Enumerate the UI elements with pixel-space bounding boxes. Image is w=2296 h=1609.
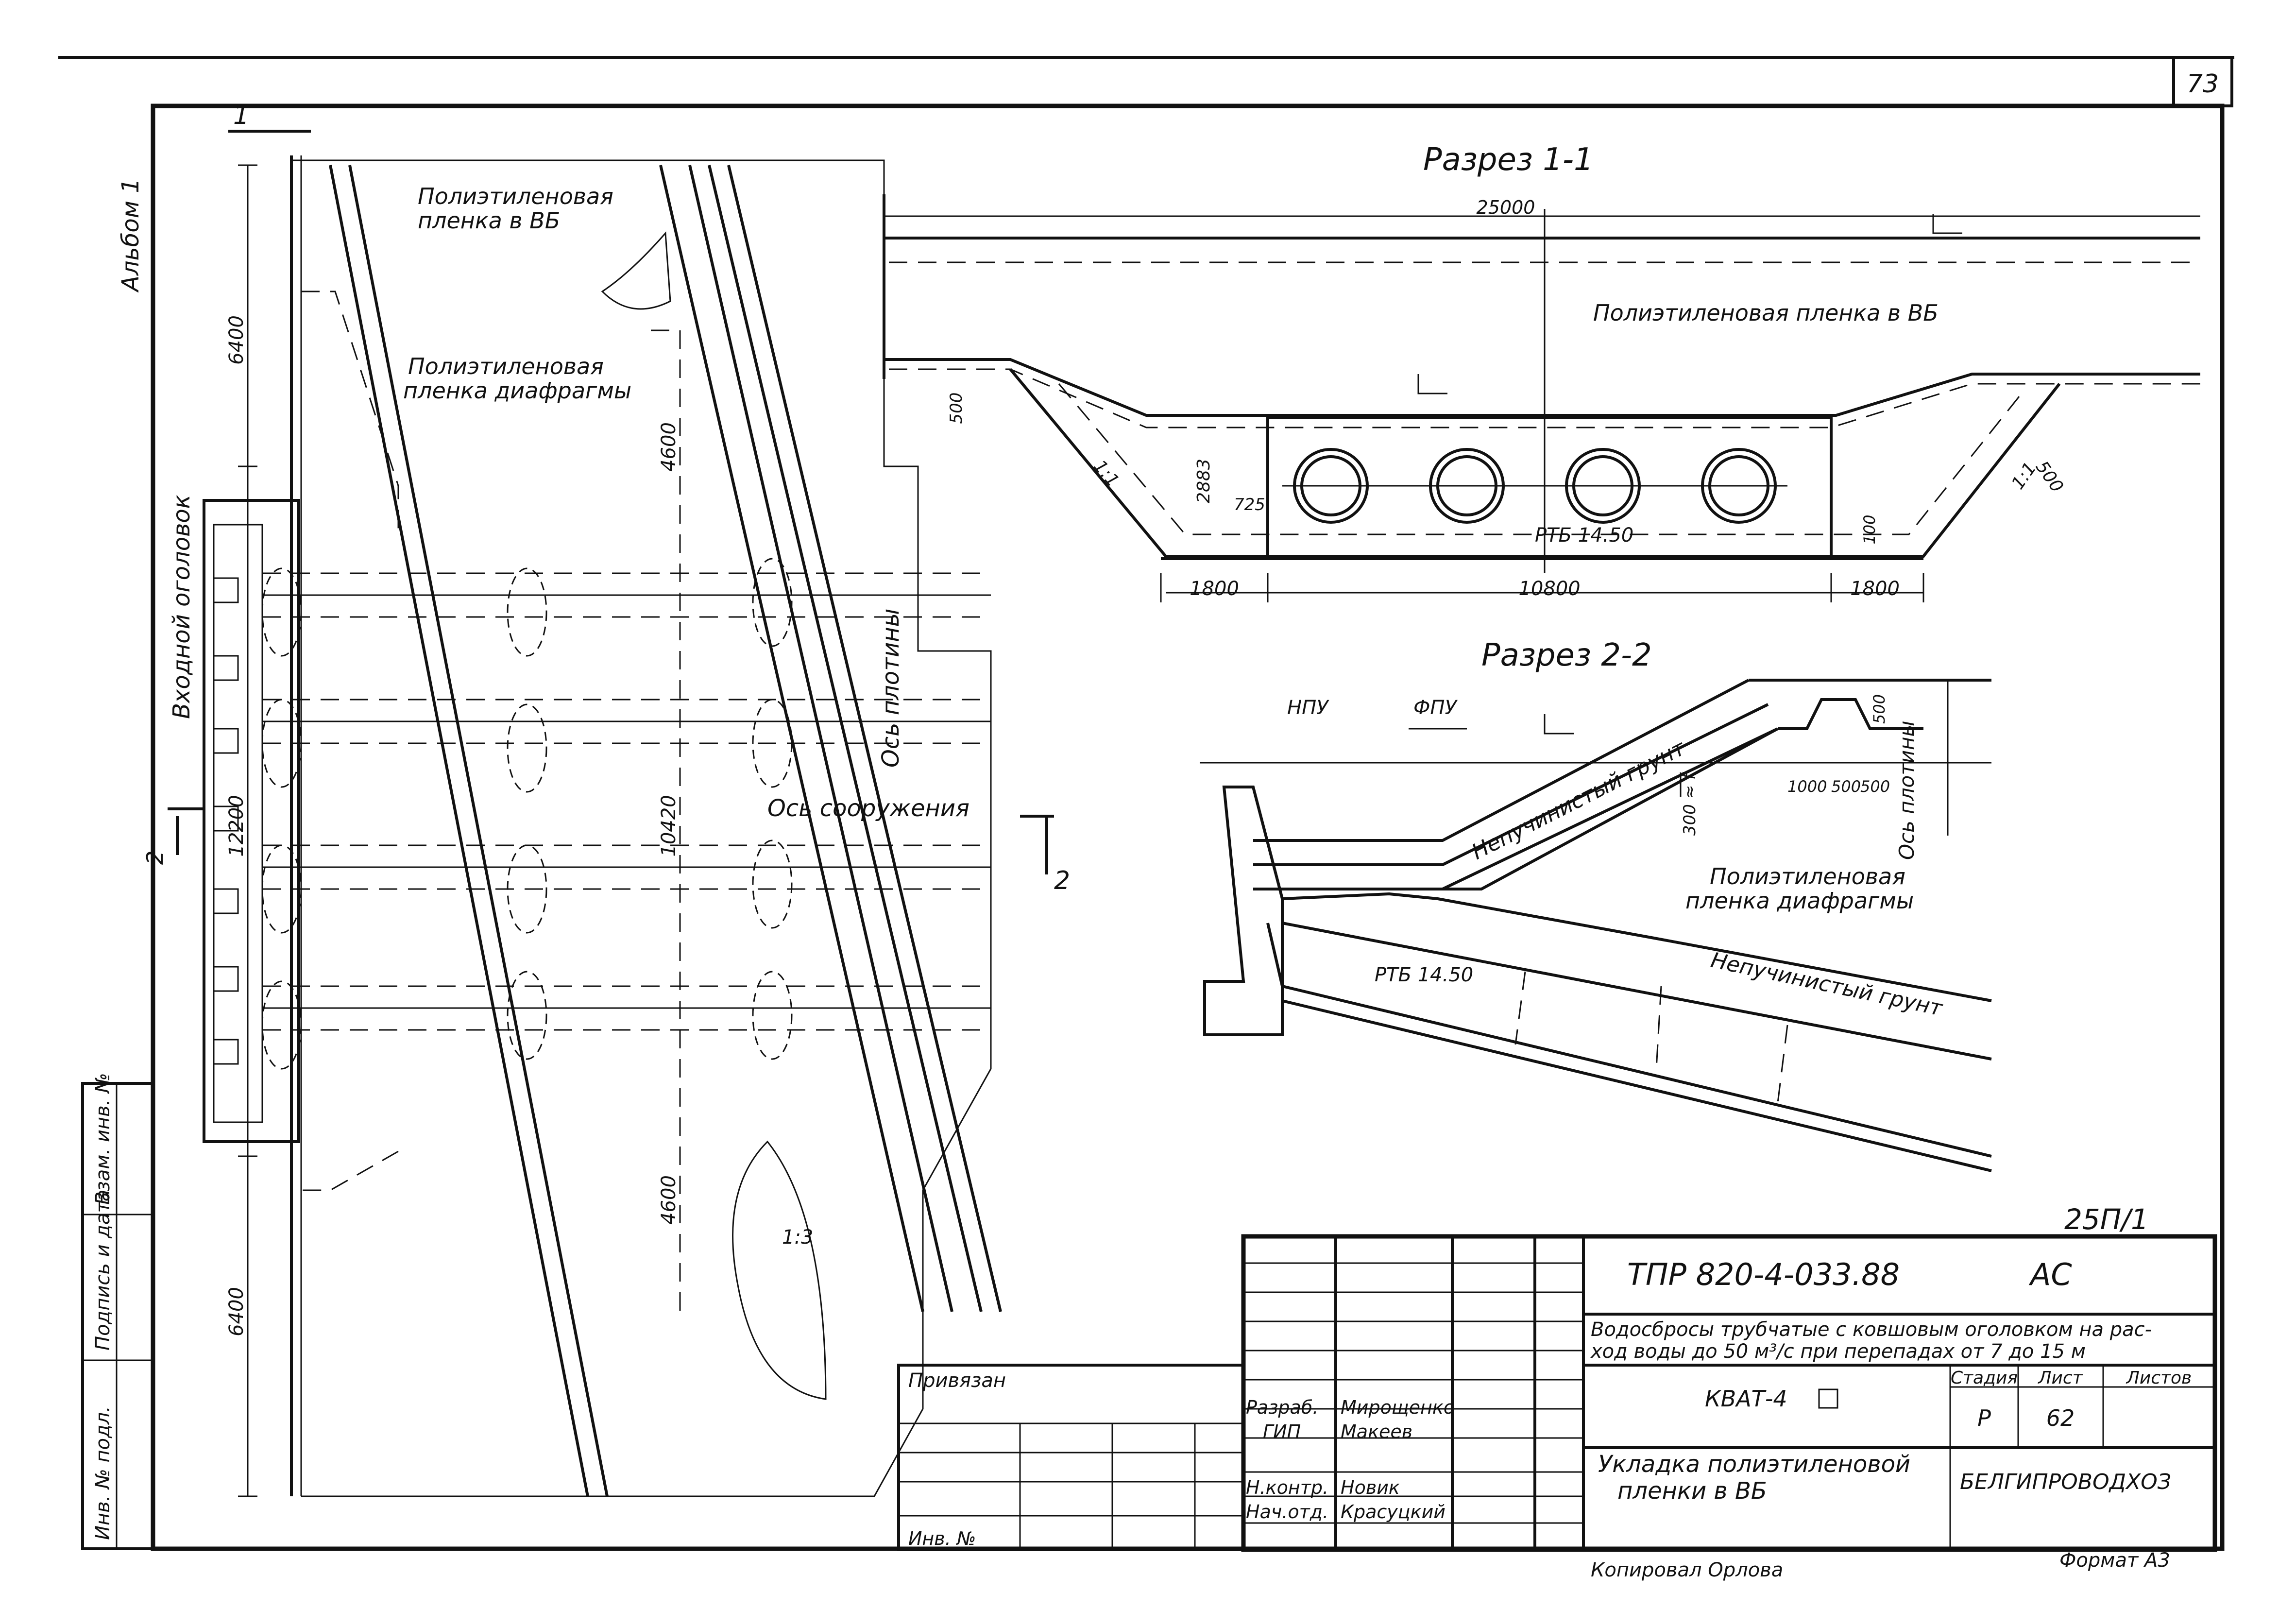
- title-block: [897, 1234, 2217, 1552]
- side-stamp: [81, 1082, 154, 1550]
- title-role-3: Н.контр.: [1246, 1477, 1328, 1498]
- plan-dim-2: 12200: [225, 795, 248, 856]
- plan-dim-5: 6400: [225, 1287, 248, 1336]
- section-2-2-soil-upper: Непучинистый грунт: [1468, 735, 1690, 864]
- plan-dim-0: 6400: [225, 315, 248, 365]
- section-1-1-dim-overall: 25000: [1477, 197, 1535, 218]
- section-1-1-title: Разрез 1-1: [1423, 142, 1594, 178]
- section-2-2-dim-1: 500: [1831, 777, 1861, 796]
- section-1-1-dim-base-offset: 100: [1860, 514, 1879, 544]
- plan-film-diaphragm-line1: Полиэтиленовая: [408, 353, 604, 379]
- section-1-1-dim-depth: 2883: [1194, 459, 1214, 503]
- plan-section-mark-2: 2: [1054, 866, 1070, 895]
- section-1-1-slope-right: 1:1: [2008, 459, 2041, 493]
- title-kvat: КВАТ-4: [1705, 1386, 1787, 1412]
- section-2-2-title: Разрез 2-2: [1481, 637, 1652, 673]
- section-2-2-dim-3: 500: [1870, 694, 1888, 724]
- plan-slope-label: 1:3: [782, 1226, 813, 1249]
- plan-film-vb-line2: пленка в ВБ: [418, 207, 560, 234]
- plan-view: [168, 130, 1054, 1497]
- side-stamp-sign-date: Подпись и дата: [92, 1190, 114, 1351]
- section-1-1-dim-fill: 500: [947, 393, 966, 424]
- section-1-1-drawing: [883, 194, 2200, 602]
- plan-dim-3: 10420: [658, 795, 680, 856]
- section-1-1-slope-left: 1:1: [1089, 456, 1123, 491]
- section-2-2-fpu: ФПУ: [1413, 697, 1458, 719]
- plan-head-label: Входной оголовок: [168, 495, 195, 719]
- section-2-2-film-line2: пленка диафрагмы: [1685, 888, 1914, 914]
- section-1-1-film-label: Полиэтиленовая пленка в ВБ: [1593, 300, 1939, 326]
- title-sheets-header: Листов: [2126, 1368, 2192, 1388]
- title-name-0: Мирощенко: [1341, 1397, 1455, 1418]
- section-1-1-dim-bottom-middle: 10800: [1518, 578, 1580, 600]
- section-2-2-dam-axis: Ось плотины: [1895, 720, 1919, 860]
- plan-section-mark-2-left: 2: [142, 851, 168, 865]
- plan-dim-4: 4600: [658, 1175, 680, 1225]
- title-role-1: ГИП: [1263, 1421, 1301, 1442]
- plan-film-vb-line1: Полиэтиленовая: [418, 183, 613, 209]
- section-1-1-dim-offset: 725: [1234, 495, 1265, 514]
- plan-film-diaphragm-line2: пленка диафрагмы: [403, 377, 631, 404]
- album-label: Альбом 1: [117, 178, 144, 293]
- title-drawing-title-line2: пленки в ВБ: [1617, 1477, 1767, 1505]
- title-stage-header: Стадия: [1951, 1368, 2018, 1388]
- section-2-2-thickness: 300 ≈ f: [1680, 771, 1700, 836]
- title-sheet-header: Лист: [2037, 1368, 2083, 1388]
- plan-structure-axis-label: Ось сооружения: [767, 795, 969, 822]
- section-2-2-dim-0: 1000: [1787, 777, 1827, 796]
- title-drawing-title-line1: Укладка полиэтиленовой: [1598, 1451, 1910, 1478]
- title-name-1: Макеев: [1341, 1421, 1412, 1442]
- title-document-code: ТПР 820-4-033.88: [1627, 1257, 1900, 1292]
- section-2-2-drawing: [1200, 679, 1992, 1172]
- title-role-4: Нач.отд.: [1246, 1501, 1328, 1523]
- section-1-1-pipe-label: РТБ 14.50: [1535, 524, 1633, 547]
- title-organization: БЕЛГИПРОВОДХОЗ: [1960, 1470, 2171, 1494]
- title-bound-label: Привязан: [908, 1369, 1006, 1392]
- section-1-1-dim-bottom-right: 1800: [1850, 578, 1900, 600]
- section-2-2-pipe-label: РТБ 14.50: [1375, 964, 1473, 986]
- title-description-line2: ход воды до 50 м³/с при перепадах от 7 д…: [1590, 1340, 2086, 1363]
- title-code-number: 25П/1: [2064, 1203, 2149, 1236]
- plan-dim-1: 4600: [658, 422, 680, 472]
- title-section-code: АС: [2028, 1257, 2072, 1292]
- plan-section-mark-1: 1: [233, 101, 249, 130]
- page-number: 73: [2187, 69, 2219, 99]
- title-role-0: Разраб.: [1246, 1397, 1318, 1418]
- copied-by: Копировал Орлова: [1591, 1559, 1783, 1581]
- title-name-3: Новик: [1341, 1477, 1400, 1498]
- title-inv-label: Инв. №: [908, 1528, 976, 1549]
- side-stamp-replace-inv: Взам. инв. №: [92, 1073, 114, 1205]
- title-description-line1: Водосбросы трубчатые с ковшовым оголовко…: [1591, 1318, 2152, 1341]
- plan-dam-axis-label: Ось плотины: [877, 608, 904, 768]
- section-2-2-film-line1: Полиэтиленовая: [1710, 863, 1905, 890]
- section-2-2-npu: НПУ: [1287, 697, 1329, 719]
- format-label: Формат А3: [2059, 1549, 2170, 1572]
- title-sheet: 62: [2046, 1405, 2075, 1431]
- title-name-4: Красуцкий: [1341, 1501, 1446, 1523]
- side-stamp-inv-orig: Инв. № подл.: [92, 1406, 114, 1540]
- section-1-1-dim-right-thickness: 500: [2032, 458, 2067, 496]
- section-2-2-dim-2: 500: [1860, 777, 1890, 796]
- title-stage: Р: [1977, 1405, 1991, 1431]
- section-1-1-dim-bottom-left: 1800: [1190, 578, 1239, 600]
